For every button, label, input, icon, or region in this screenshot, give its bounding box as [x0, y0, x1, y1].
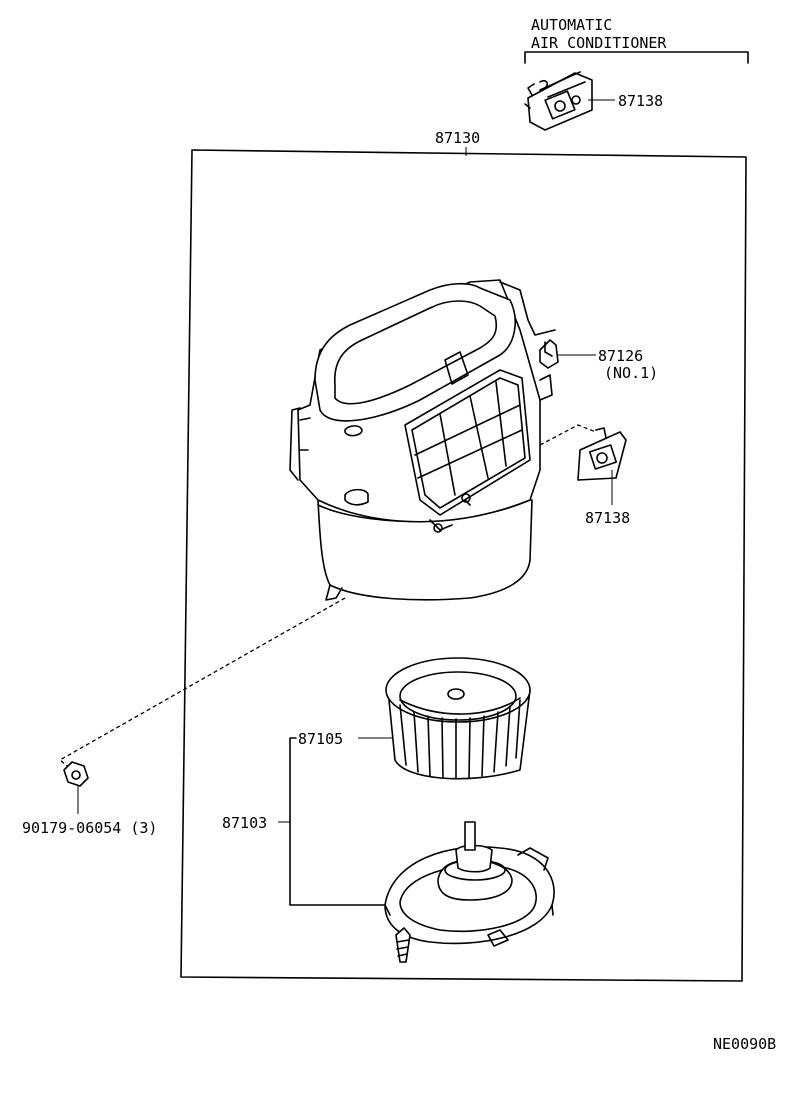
part-label-resistor-ac: 87138 [618, 92, 663, 110]
damper-drawing [539, 339, 596, 369]
assembly-frame [180, 149, 747, 982]
part-label-motor: 87103 [222, 814, 267, 832]
header-line1: AUTOMATIC [531, 16, 612, 34]
ac-header: AUTOMATIC AIR CONDITIONER [524, 16, 749, 64]
resistor-ac-drawing [524, 71, 615, 131]
part-label-damper-note: (NO.1) [604, 364, 658, 382]
part-label-resistor: 87138 [585, 509, 630, 527]
figure-code: NE0090B [713, 1035, 776, 1053]
part-label-nut: 90179-06054 (3) [22, 819, 157, 837]
part-label-blower-assy: 87130 [435, 129, 480, 147]
header-bracket [524, 51, 749, 64]
part-label-damper: 87126 [598, 347, 643, 365]
part-label-fan: 87105 [298, 730, 343, 748]
nut-drawing [63, 761, 89, 814]
screw-drawing [395, 927, 411, 963]
resistor-drawing [577, 427, 627, 505]
blower-housing-drawing [289, 279, 556, 601]
motor-fan-bracket [289, 737, 399, 906]
header-line2: AIR CONDITIONER [531, 34, 667, 52]
resistor-leader-dashed [539, 424, 597, 446]
motor-drawing [384, 821, 555, 947]
fan-wheel-drawing [385, 657, 531, 780]
